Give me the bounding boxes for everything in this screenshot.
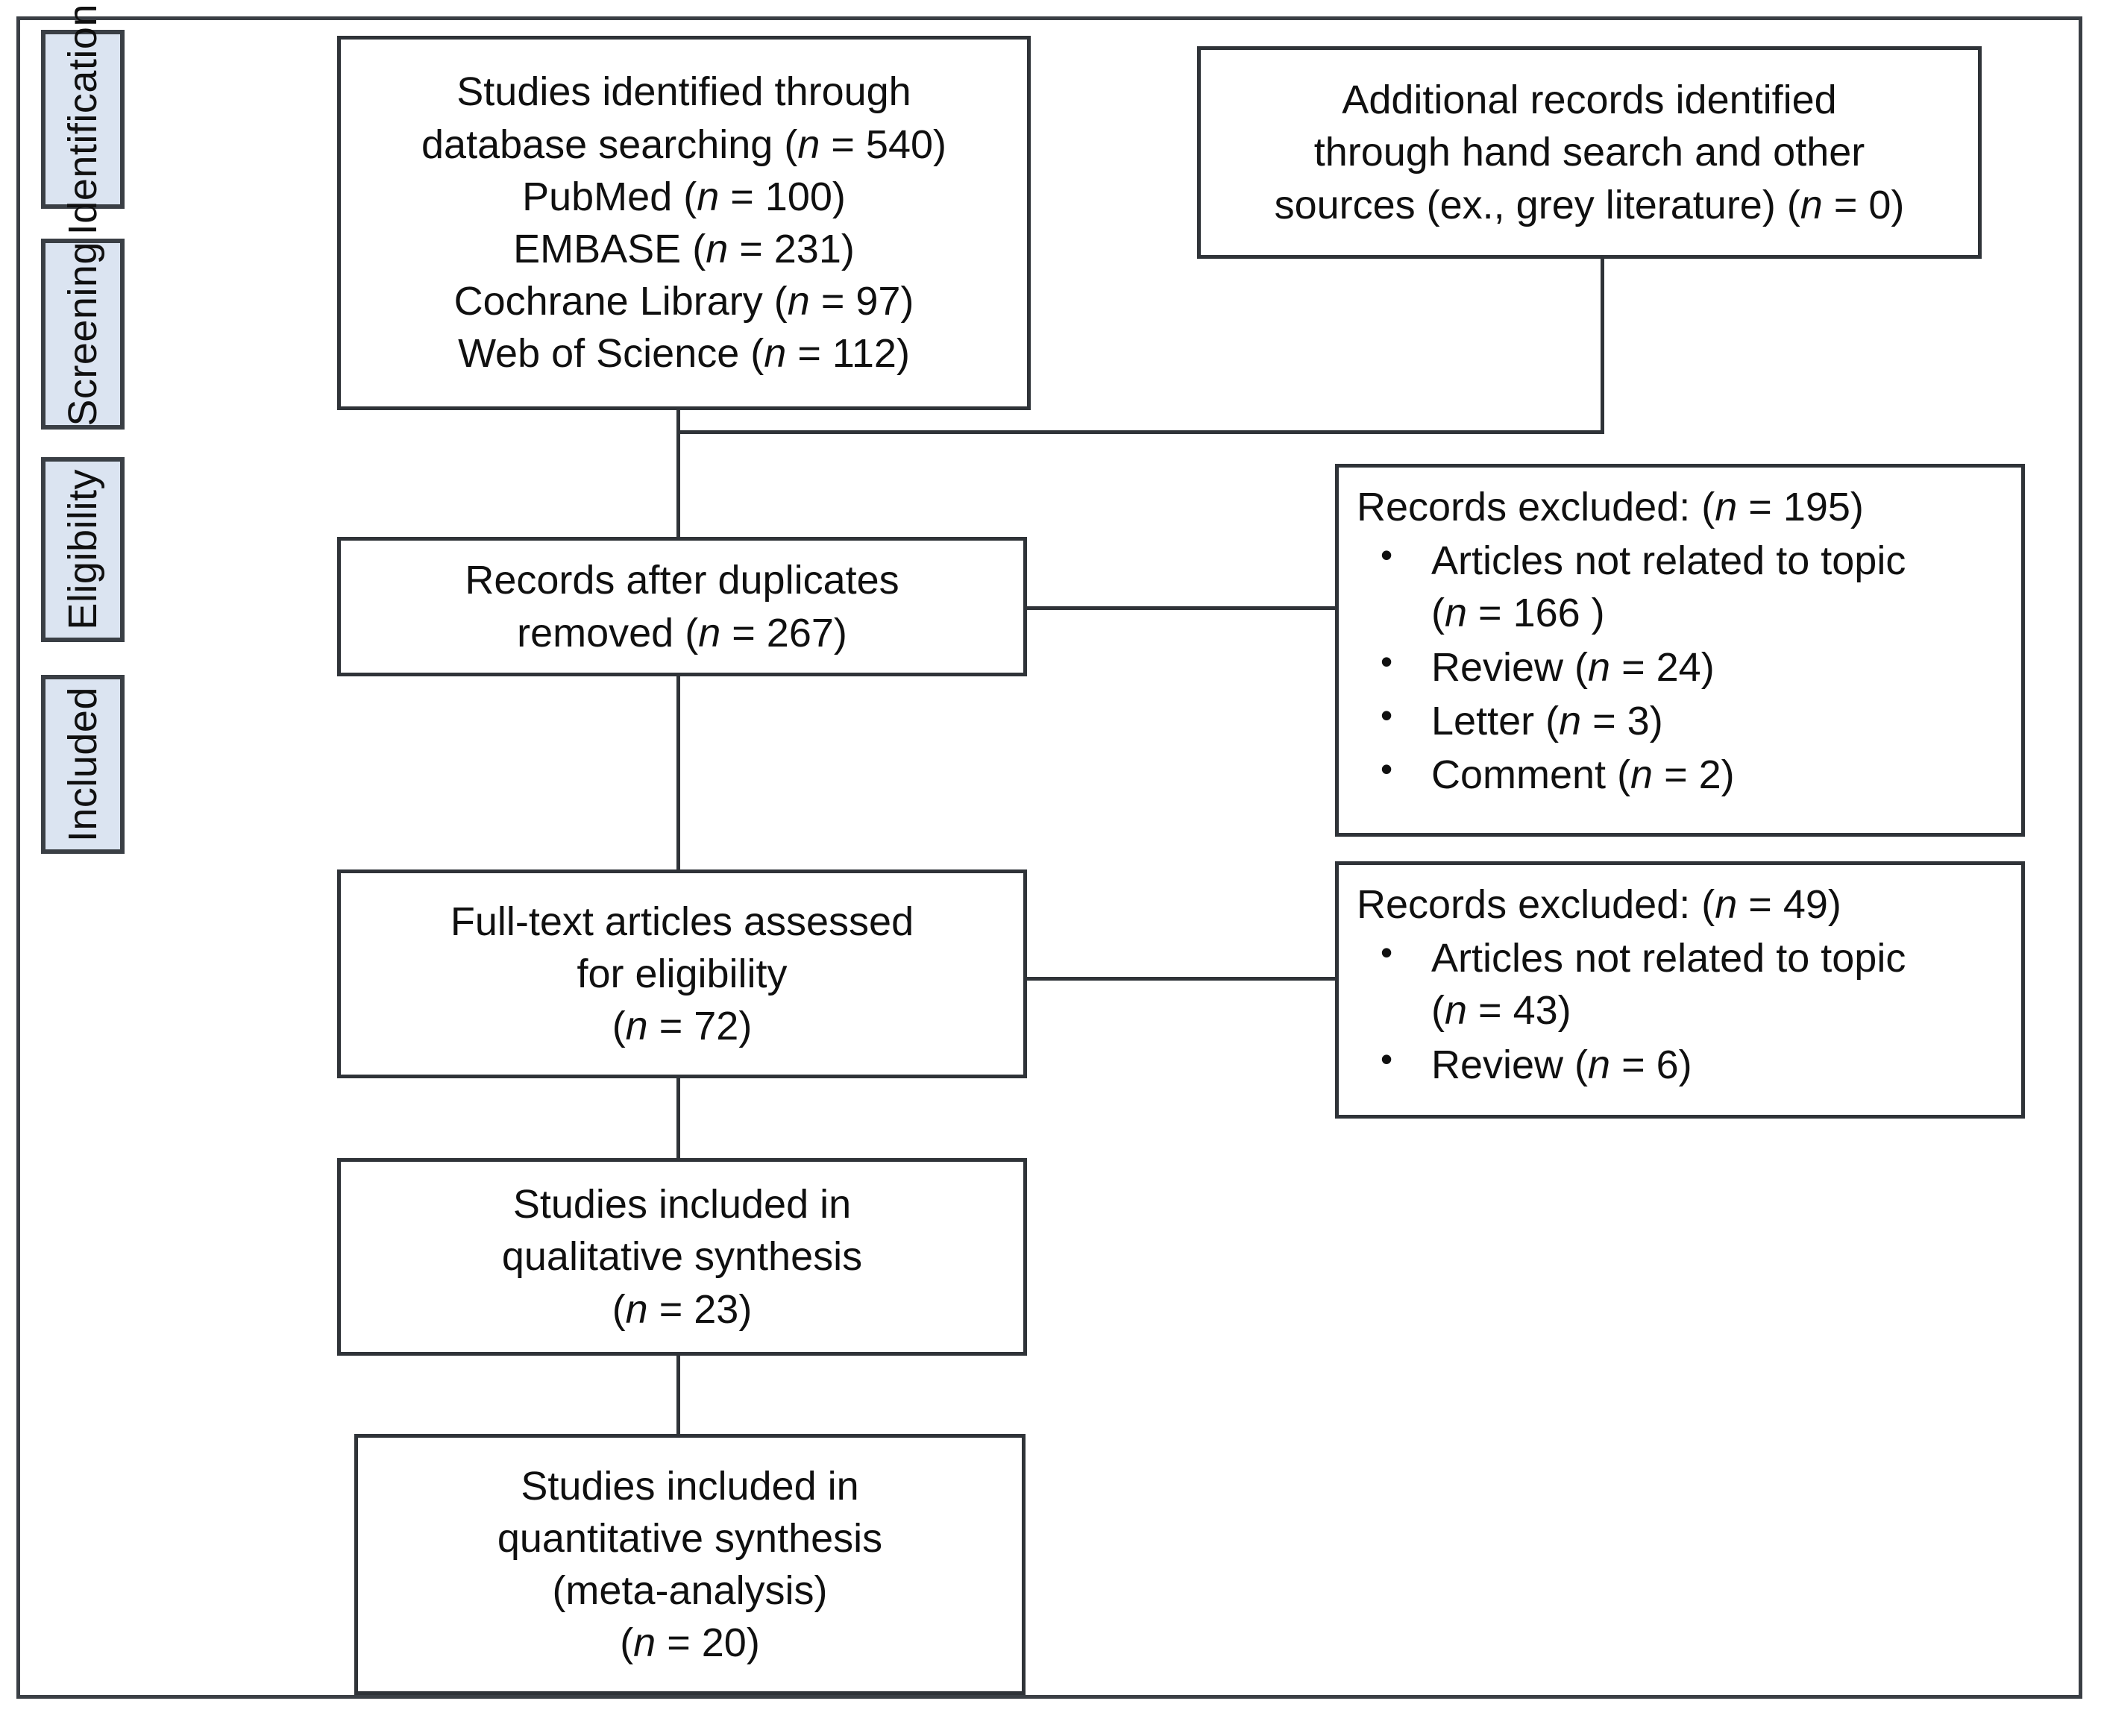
- stage-bar-included: Included: [41, 675, 125, 854]
- box-line: sources (ex., grey literature) (n = 0): [1274, 182, 1905, 227]
- box-studies-qualitative: Studies included in qualitative synthesi…: [337, 1158, 1027, 1356]
- excluded-list-item: • Comment (n = 2): [1376, 749, 2026, 801]
- excluded-item-text: Review (n = 6): [1431, 1042, 1692, 1087]
- stage-label-included: Included: [60, 686, 105, 843]
- connector-merge-horizontal: [676, 430, 1604, 434]
- box-line: (n = 20): [620, 1620, 760, 1666]
- excluded-item-text: Letter (n = 3): [1431, 698, 1663, 743]
- excluded-list: • Articles not related to topic (n = 166…: [1357, 535, 2026, 802]
- box-line: quantitative synthesis: [497, 1515, 883, 1561]
- box-line: (meta-analysis): [552, 1568, 828, 1613]
- excluded-list-item: • Letter (n = 3): [1376, 695, 2026, 747]
- stage-label-screening: Screening: [60, 242, 105, 427]
- box-records-excluded-eligibility: Records excluded: (n = 49) • Articles no…: [1335, 861, 2025, 1119]
- connector-fulltext-to-qualitative: [676, 1078, 680, 1160]
- connector-fulltext-to-excluded-eligibility: [1024, 977, 1337, 981]
- box-records-excluded-screening: Records excluded: (n = 195) • Articles n…: [1335, 464, 2025, 837]
- box-line: database searching (n = 540): [421, 122, 946, 167]
- box-line: through hand search and other: [1313, 130, 1865, 175]
- box-line: Web of Science (n = 112): [458, 331, 910, 377]
- bullet-icon: •: [1381, 695, 1393, 735]
- box-line: Cochrane Library (n = 97): [453, 279, 914, 324]
- box-line: (n = 23): [612, 1286, 753, 1332]
- figure-frame: [16, 16, 2082, 1699]
- excluded-list: • Articles not related to topic (n = 43)…: [1357, 932, 2026, 1092]
- stage-bar-screening: Screening: [41, 239, 125, 430]
- excluded-item-text: (n = 166 ): [1431, 591, 1605, 636]
- box-additional-records: Additional records identified through ha…: [1197, 46, 1982, 259]
- box-line: EMBASE (n = 231): [513, 227, 855, 271]
- connector-identified-down: [676, 409, 680, 434]
- box-line: qualitative synthesis: [501, 1234, 863, 1280]
- excluded-list-item: • Review (n = 6): [1376, 1039, 2026, 1091]
- stage-bar-eligibility: Eligibility: [41, 457, 125, 642]
- box-line: for eligibility: [577, 951, 788, 996]
- excluded-item-text: Review (n = 24): [1431, 644, 1715, 690]
- stage-bar-identification: Identification: [41, 4, 125, 235]
- excluded-item-text: Articles not related to topic: [1431, 936, 1906, 981]
- box-line: Records after duplicates: [465, 558, 899, 603]
- box-line: removed (n = 267): [517, 610, 847, 655]
- bullet-icon: •: [1381, 641, 1393, 681]
- box-line: Studies included in: [512, 1182, 852, 1227]
- bullet-icon: •: [1381, 933, 1393, 972]
- stage-label-eligibility: Eligibility: [60, 469, 105, 630]
- excluded-item-text: (n = 43): [1431, 988, 1571, 1034]
- bullet-icon: •: [1381, 1039, 1393, 1078]
- excluded-list-item: • Articles not related to topic (n = 43): [1376, 932, 2026, 1037]
- box-line: Full-text articles assessed: [450, 899, 914, 944]
- connector-into-after-duplicates: [676, 430, 680, 538]
- bullet-icon: •: [1381, 535, 1393, 575]
- excluded-heading: Records excluded: (n = 195): [1357, 485, 1864, 529]
- box-line: Studies identified through: [456, 69, 911, 115]
- excluded-item-text: Comment (n = 2): [1431, 752, 1735, 797]
- excluded-list-item: • Articles not related to topic (n = 166…: [1376, 535, 2026, 639]
- box-records-after-duplicates: Records after duplicates removed (n = 26…: [337, 537, 1027, 676]
- excluded-list-item: • Review (n = 24): [1376, 641, 2026, 694]
- box-studies-identified-database: Studies identified through database sear…: [337, 36, 1031, 410]
- excluded-item-text: Articles not related to topic: [1431, 538, 1906, 584]
- bullet-icon: •: [1381, 749, 1393, 788]
- box-line: Additional records identified: [1342, 78, 1837, 123]
- box-studies-quantitative: Studies included in quantitative synthes…: [354, 1434, 1026, 1695]
- box-line: Studies included in: [521, 1463, 859, 1509]
- connector-qualitative-to-quantitative: [676, 1353, 680, 1435]
- box-line: PubMed (n = 100): [522, 174, 846, 219]
- excluded-heading: Records excluded: (n = 49): [1357, 882, 1841, 927]
- connector-after-duplicates-to-fulltext: [676, 673, 680, 871]
- stage-label-identification: Identification: [60, 3, 105, 236]
- connector-additional-down: [1601, 257, 1604, 434]
- box-line: (n = 72): [612, 1004, 753, 1049]
- box-fulltext-assessed: Full-text articles assessed for eligibil…: [337, 869, 1027, 1078]
- connector-after-duplicates-to-excluded-screening: [1024, 606, 1337, 610]
